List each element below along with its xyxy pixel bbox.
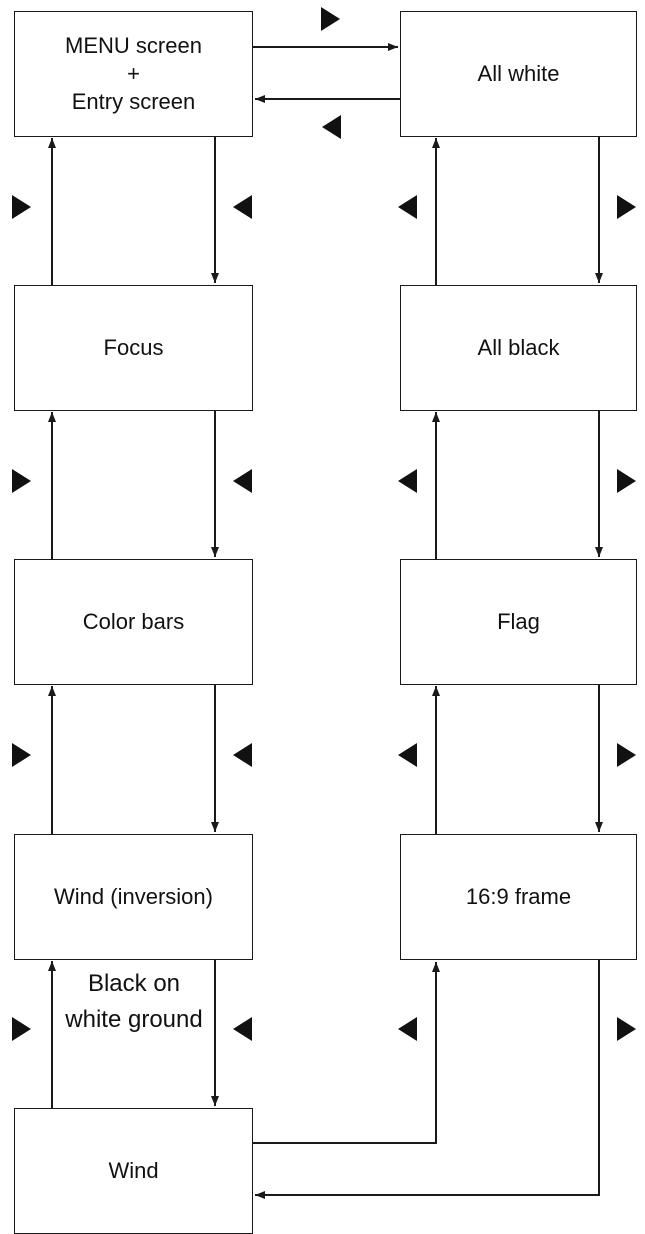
- all-white-box: All white: [400, 11, 637, 137]
- color-bars-box: Color bars: [14, 559, 253, 685]
- next-triangle-icon: [12, 743, 31, 767]
- navigation-triangles: [12, 7, 636, 1041]
- previous-triangle-icon: [398, 469, 417, 493]
- all-white-label: All white: [477, 61, 560, 86]
- menu-entry-line-3: Entry screen: [71, 89, 196, 114]
- note-line-1: Black on: [87, 970, 181, 997]
- color-bars-label: Color bars: [82, 609, 185, 634]
- next-triangle-icon: [617, 469, 636, 493]
- note-line-2: white ground: [65, 1006, 203, 1033]
- next-triangle-icon: [12, 195, 31, 219]
- focus-label: Focus: [103, 335, 164, 360]
- black-on-white-ground-note: Black on white ground: [56, 966, 212, 1038]
- previous-triangle-icon: [233, 1017, 252, 1041]
- next-triangle-icon: [12, 1017, 31, 1041]
- previous-triangle-icon: [233, 743, 252, 767]
- all-black-label: All black: [477, 335, 560, 360]
- next-triangle-icon: [617, 743, 636, 767]
- previous-triangle-icon: [398, 743, 417, 767]
- frame-16-9-box: 16:9 frame: [400, 834, 637, 960]
- wind-box: Wind: [14, 1108, 253, 1234]
- menu-entry-screen-box: MENU screen + Entry screen: [14, 11, 253, 137]
- flag-box: Flag: [400, 559, 637, 685]
- flag-label: Flag: [497, 609, 540, 634]
- connector-arrows: [48, 43, 603, 1199]
- previous-triangle-icon: [233, 469, 252, 493]
- wind-inversion-label: Wind (inversion): [54, 884, 213, 909]
- all-black-box: All black: [400, 285, 637, 411]
- wind-label: Wind: [108, 1158, 159, 1183]
- next-triangle-icon: [617, 195, 636, 219]
- previous-triangle-icon: [398, 195, 417, 219]
- focus-box: Focus: [14, 285, 253, 411]
- menu-entry-line-2: +: [127, 61, 140, 86]
- next-triangle-icon: [12, 469, 31, 493]
- previous-triangle-icon: [322, 115, 341, 139]
- arrow-frame-to-wind: [255, 960, 600, 1199]
- next-triangle-icon: [321, 7, 340, 31]
- previous-triangle-icon: [398, 1017, 417, 1041]
- next-triangle-icon: [617, 1017, 636, 1041]
- wind-inversion-box: Wind (inversion): [14, 834, 253, 960]
- previous-triangle-icon: [233, 195, 252, 219]
- arrow-wind-to-frame: [253, 962, 440, 1144]
- frame-16-9-label: 16:9 frame: [465, 884, 572, 909]
- menu-entry-line-1: MENU screen: [65, 33, 202, 58]
